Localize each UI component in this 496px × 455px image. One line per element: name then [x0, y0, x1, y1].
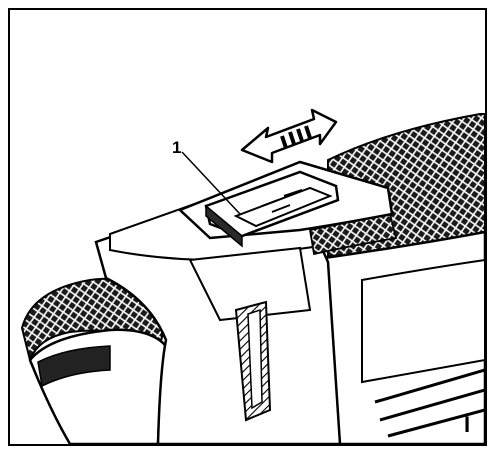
gearbox-front-face	[188, 246, 312, 322]
double-headed-arrow-icon	[240, 108, 338, 164]
callout-number: 1	[172, 138, 182, 157]
housing-window	[361, 258, 485, 384]
side-slot-inner	[247, 308, 263, 410]
callout-leader	[181, 151, 241, 215]
figure-frame: 1 I	[8, 8, 487, 446]
housing-ribs	[374, 368, 485, 438]
figure-letter: I	[464, 412, 471, 437]
chuck-inner-shadow	[37, 345, 111, 388]
tool-illustration	[20, 108, 485, 444]
slide-switch-icon[interactable]	[204, 170, 340, 248]
